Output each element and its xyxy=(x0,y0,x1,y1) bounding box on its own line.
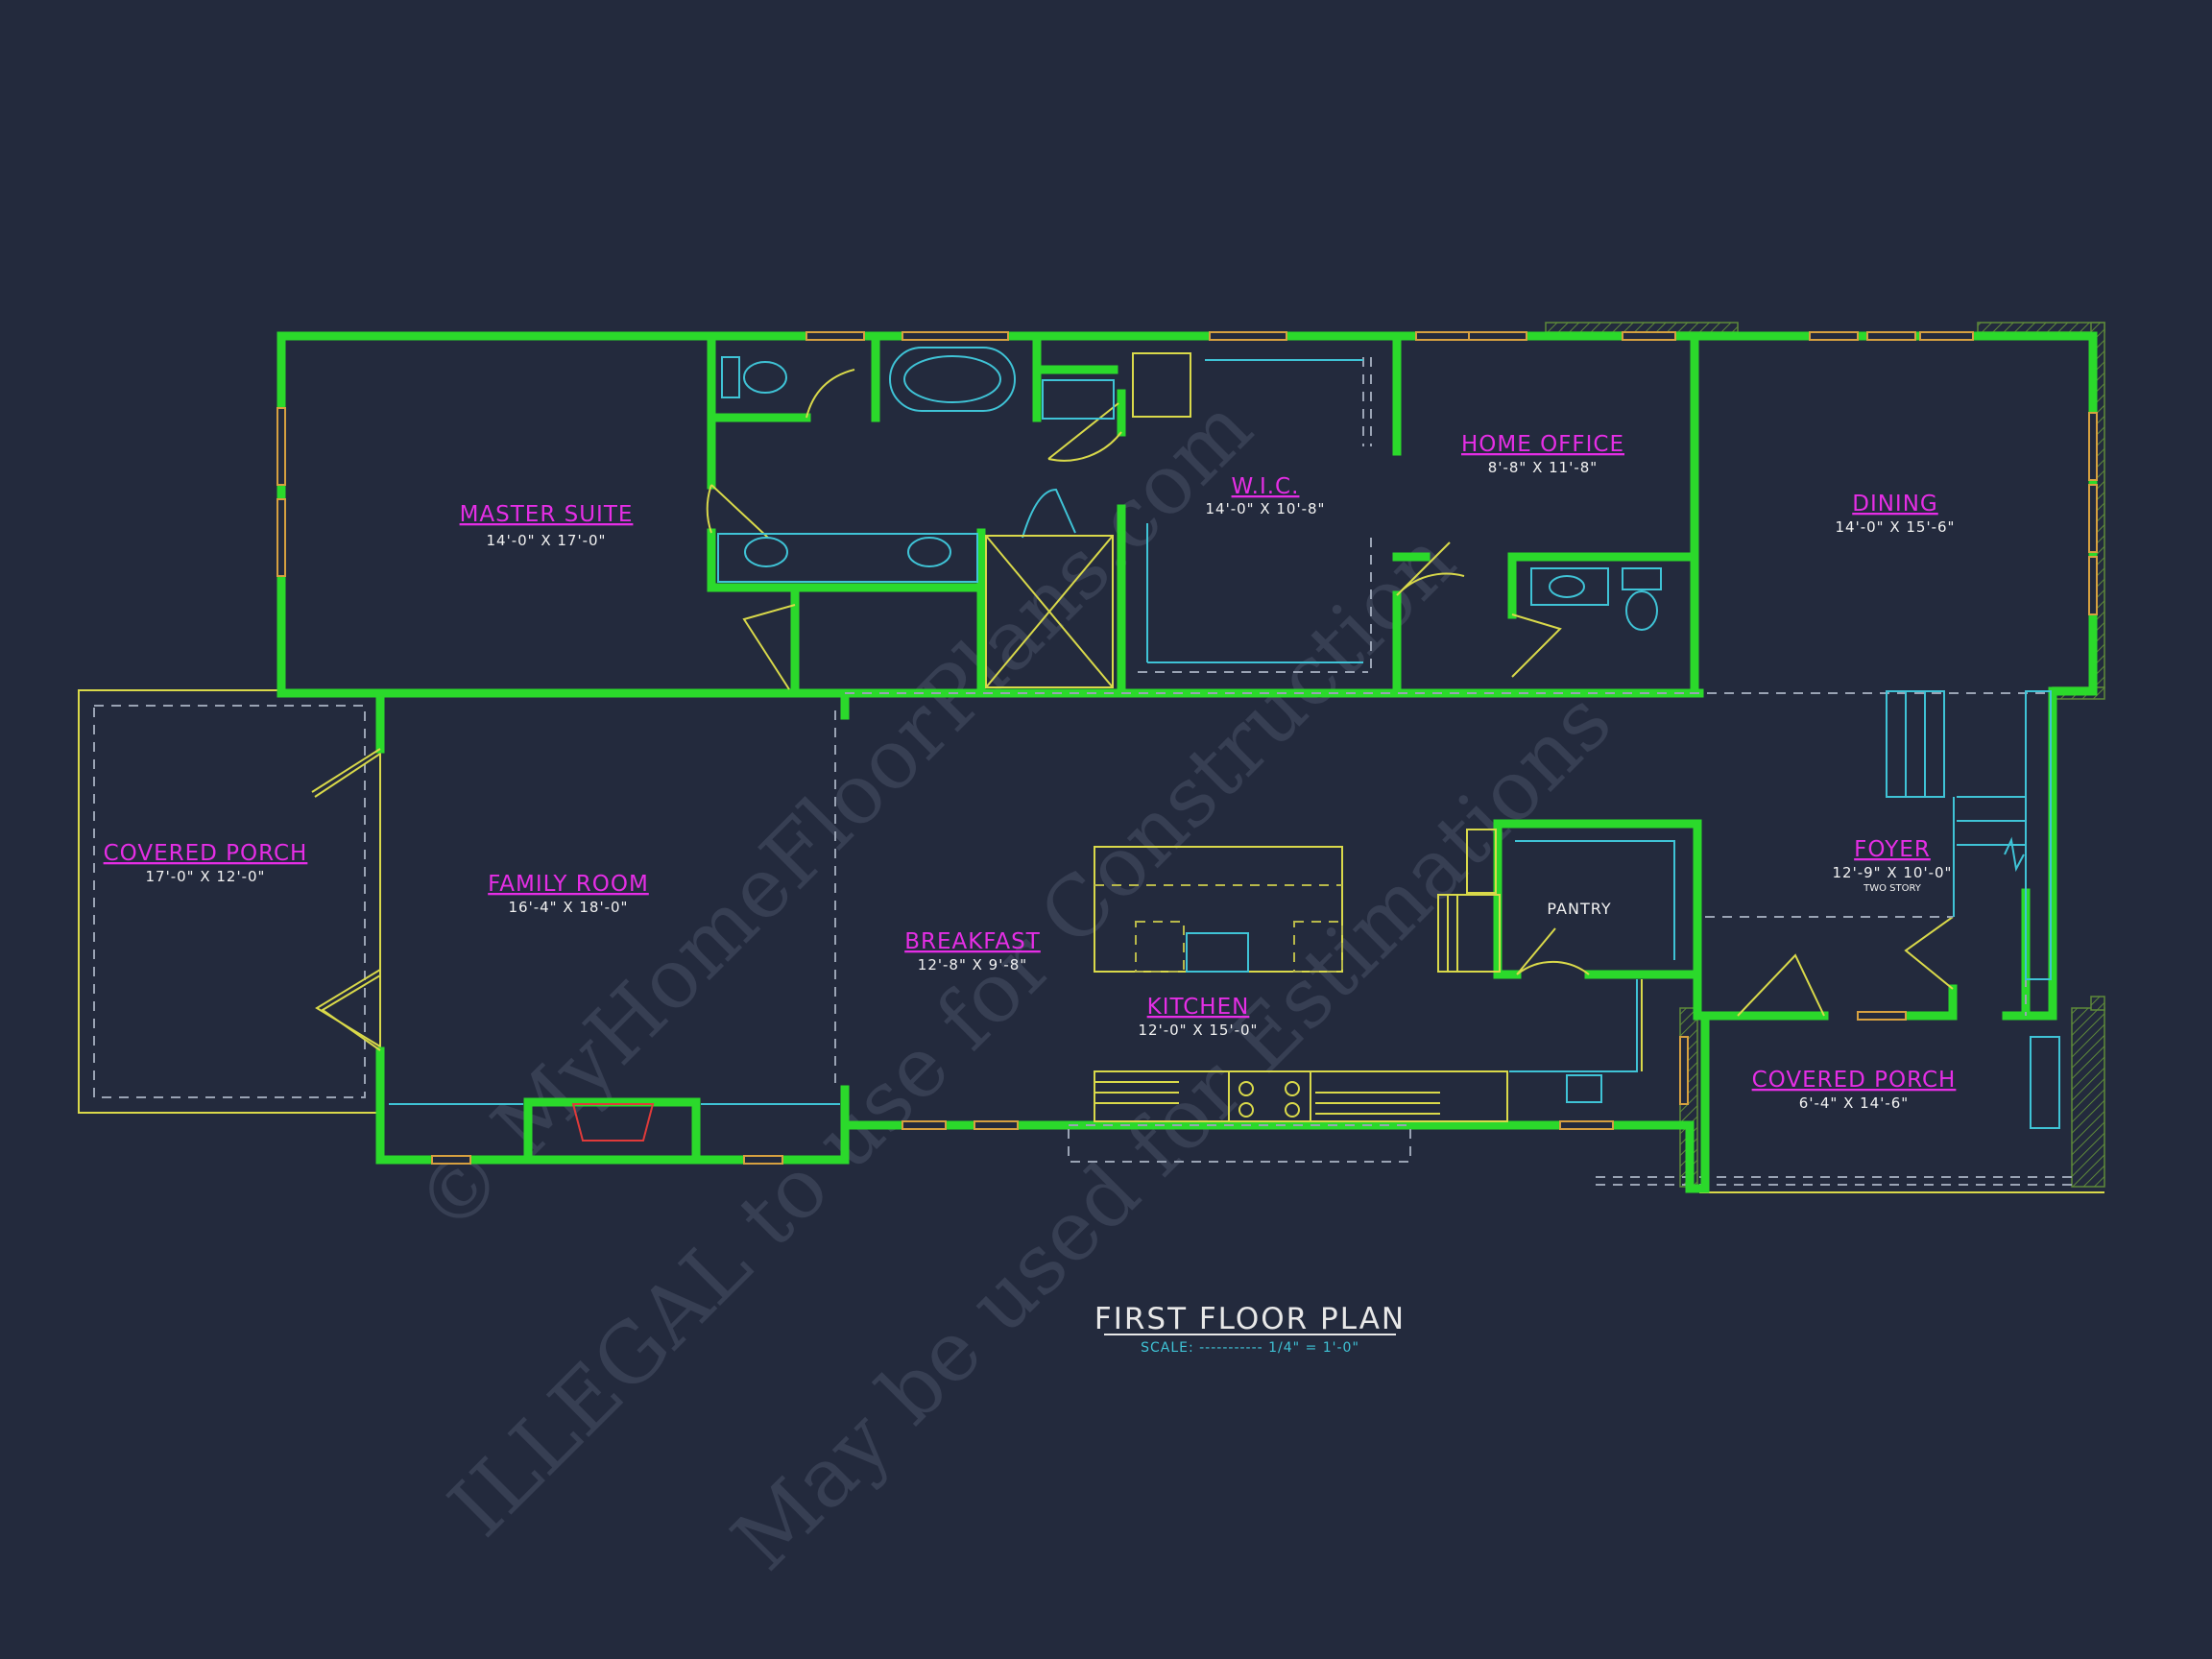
note-foyer-two-story: TWO STORY xyxy=(1863,883,1922,894)
covered-porch-west-outline xyxy=(78,689,381,1114)
dim-home-office: 8'-8" X 11'-8" xyxy=(1488,459,1598,476)
label-dining: DINING xyxy=(1852,492,1938,517)
label-covered-porch-west: COVERED PORCH xyxy=(104,841,308,866)
label-wic: W.I.C. xyxy=(1232,474,1300,499)
dim-foyer: 12'-9" X 10'-0" xyxy=(1833,864,1953,881)
watermark: © MyHomeFloorPlans.com ILLEGAL to use fo… xyxy=(397,379,1630,1588)
dashed-lines xyxy=(834,357,2053,1163)
dim-wic: 14'-0" X 10'-8" xyxy=(1206,500,1326,517)
title-block: FIRST FLOOR PLAN SCALE: ----------- 1/4"… xyxy=(1094,1302,1406,1356)
dim-master-suite: 14'-0" X 17'-0" xyxy=(487,532,607,549)
windows xyxy=(276,331,2098,1165)
label-kitchen: KITCHEN xyxy=(1147,995,1250,1020)
dim-kitchen: 12'-0" X 15'-0" xyxy=(1139,1022,1259,1039)
label-master-suite: MASTER SUITE xyxy=(460,502,634,527)
label-covered-porch-front: COVERED PORCH xyxy=(1752,1068,1957,1093)
dim-breakfast: 12'-8" X 9'-8" xyxy=(918,956,1027,974)
doors xyxy=(311,369,1954,1051)
dim-covered-porch-west: 17'-0" X 12'-0" xyxy=(146,868,266,885)
label-foyer: FOYER xyxy=(1854,837,1931,862)
dim-covered-porch-front: 6'-4" X 14'-6" xyxy=(1799,1094,1909,1112)
covered-porch-front-outline xyxy=(1596,1007,2105,1193)
label-home-office: HOME OFFICE xyxy=(1461,432,1624,457)
plan-title: FIRST FLOOR PLAN xyxy=(1094,1302,1406,1336)
plan-scale: SCALE: ----------- 1/4" = 1'-0" xyxy=(1141,1340,1359,1356)
label-family-room: FAMILY ROOM xyxy=(488,872,649,897)
dim-dining: 14'-0" X 15'-6" xyxy=(1836,518,1956,536)
label-pantry: PANTRY xyxy=(1547,900,1611,918)
room-labels: MASTER SUITE 14'-0" X 17'-0" W.I.C. 14'-… xyxy=(104,432,1957,1112)
fixtures xyxy=(389,347,2052,1142)
label-breakfast: BREAKFAST xyxy=(904,929,1041,954)
dim-family-room: 16'-4" X 18'-0" xyxy=(509,899,629,916)
exterior-hatch xyxy=(1545,322,2105,1011)
